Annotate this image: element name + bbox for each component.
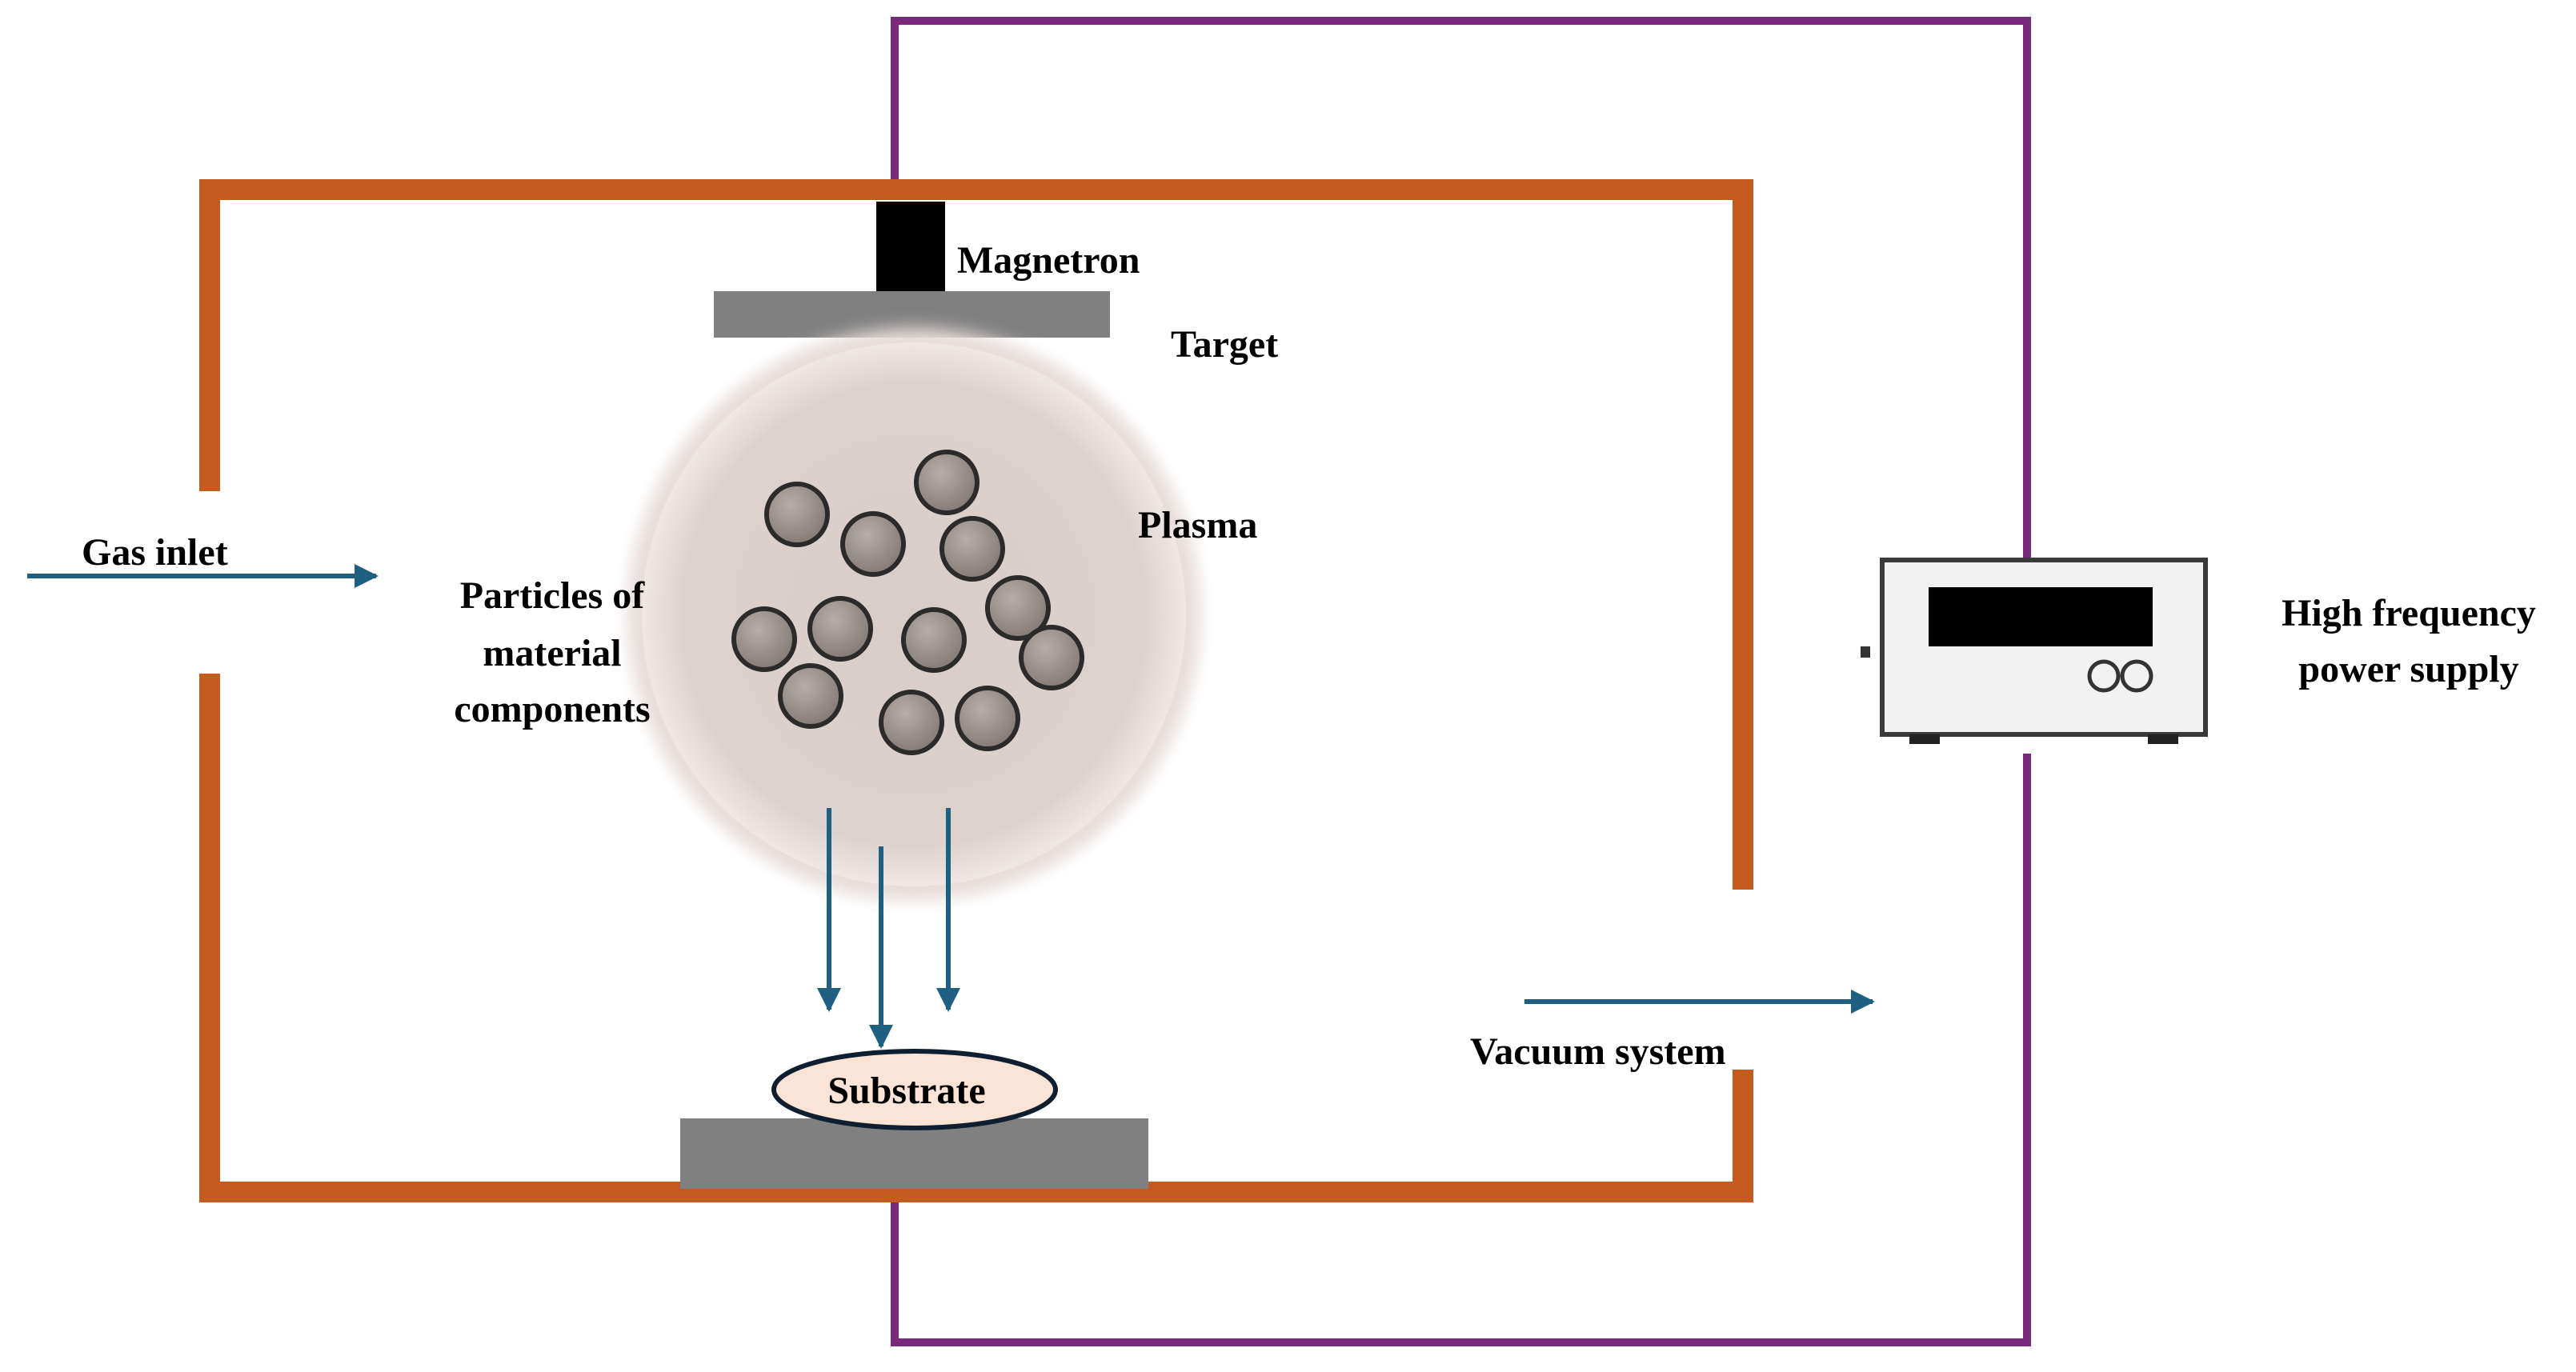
power-supply-label-line1: High frequency [2282, 592, 2536, 634]
particle-icon [939, 516, 1005, 582]
particles-label-line1: Particles of [460, 574, 646, 617]
gas-inlet-label: Gas inlet [82, 531, 228, 574]
vacuum-chamber [199, 179, 1753, 1202]
particle-icon [764, 482, 830, 547]
magnetron-block [876, 202, 945, 291]
power-supply-icon [1861, 558, 2208, 744]
particle-icon [914, 450, 980, 515]
chamber-top-left-wall [199, 179, 1753, 890]
particle-icon [778, 663, 843, 729]
particle-icon [879, 690, 944, 755]
particles-label-line2: material [483, 632, 621, 674]
target-label: Target [1171, 323, 1278, 366]
circuit-bottom-wire [891, 754, 2031, 1346]
chamber-bottom-wall [199, 674, 1753, 1202]
deposition-arrows [817, 808, 960, 1049]
particles-label-line3: components [454, 688, 650, 730]
particle-icon [807, 596, 873, 662]
particles-group [731, 450, 1084, 755]
vacuum-system-label: Vacuum system [1470, 1030, 1726, 1073]
particle-icon [901, 607, 967, 673]
substrate-ellipse [771, 1049, 1058, 1130]
particle-icon [955, 686, 1020, 751]
power-circuit [891, 17, 2031, 1346]
magnetron-label: Magnetron [957, 239, 1140, 282]
power-supply-label-line2: power supply [2298, 648, 2518, 690]
particle-icon [985, 575, 1051, 641]
particle-icon [731, 606, 797, 672]
substrate-label: Substrate [827, 1070, 985, 1112]
plasma-label: Plasma [1138, 504, 1257, 546]
particle-icon [840, 511, 906, 577]
circuit-top-wire [891, 17, 2031, 560]
particle-icon [1019, 625, 1084, 690]
